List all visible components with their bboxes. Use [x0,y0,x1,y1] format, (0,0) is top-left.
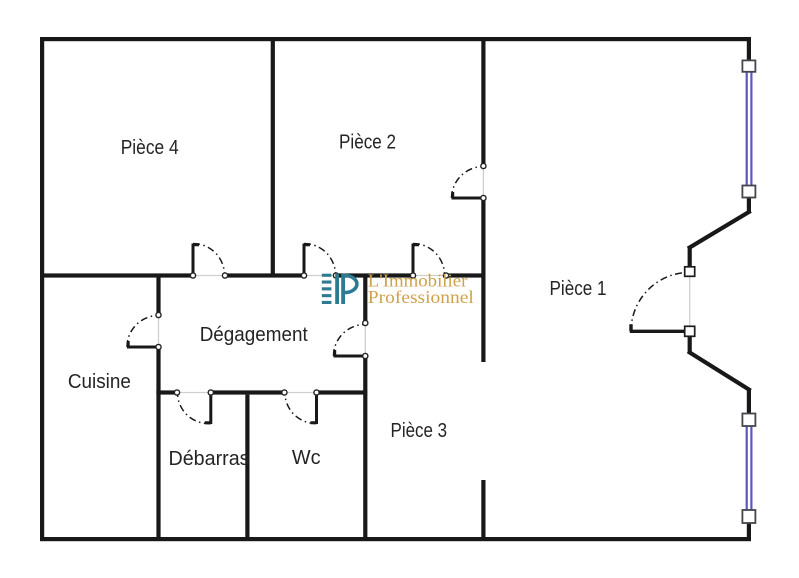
svg-text:Pièce 3: Pièce 3 [391,419,448,442]
svg-text:L'Immobilier: L'Immobilier [368,271,468,291]
svg-text:Pièce 1: Pièce 1 [550,277,607,300]
svg-text:Dégagement: Dégagement [200,323,308,346]
svg-text:Professionnel: Professionnel [368,287,474,307]
svg-text:Cuisine: Cuisine [68,370,131,393]
svg-text:Pièce 4: Pièce 4 [121,136,179,159]
svg-text:Débarras: Débarras [169,447,250,470]
svg-text:Wc: Wc [292,446,321,469]
svg-text:Pièce 2: Pièce 2 [339,131,396,154]
